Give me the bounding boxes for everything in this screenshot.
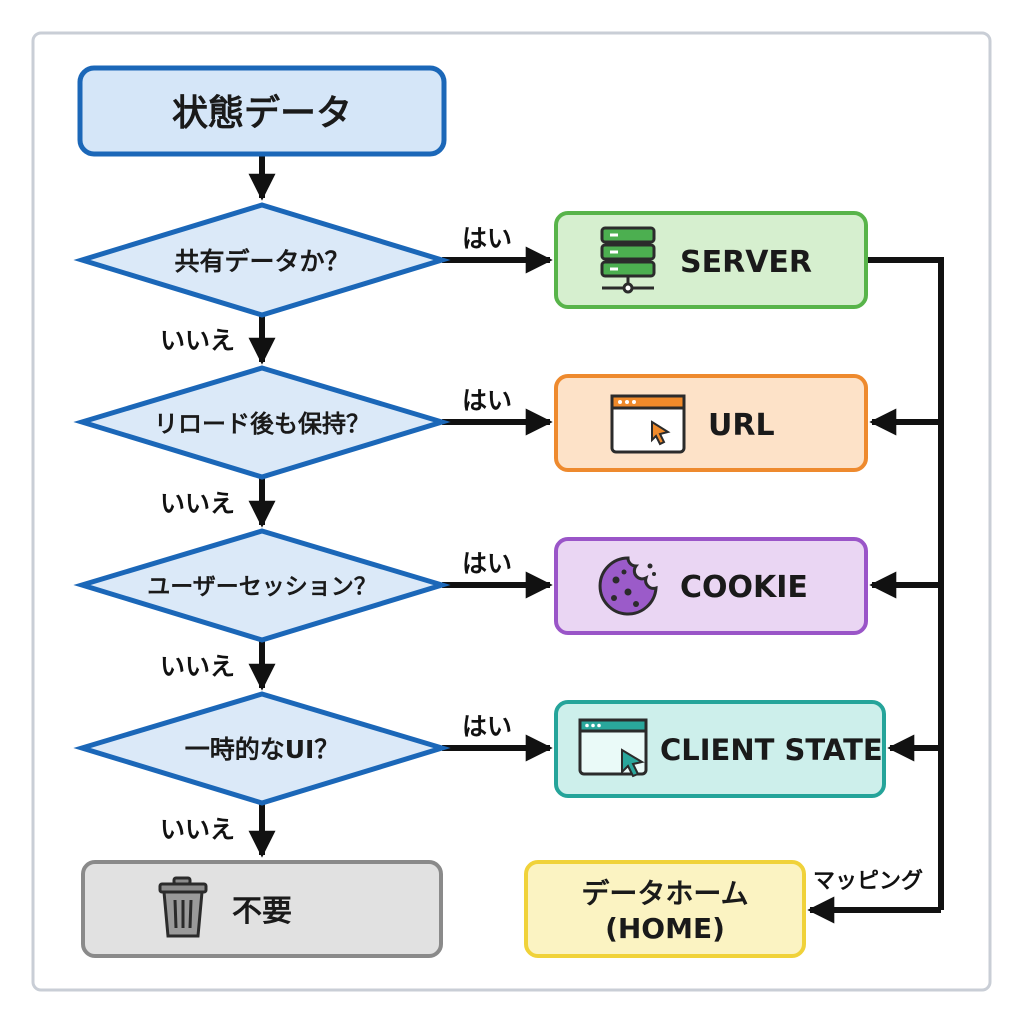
edge-label-mapping: マッピング	[813, 868, 923, 894]
decision-label: 共有データか？	[174, 247, 349, 276]
unneeded-label: 不要	[232, 894, 292, 929]
decision-label: ユーザーセッション？	[147, 574, 377, 600]
outcome-label: URL	[708, 408, 775, 443]
unneeded-node: 不要	[81, 860, 443, 958]
edge-labels: はい はい はい はい いいえ いいえ いいえ いいえ マッピング	[160, 224, 923, 894]
edge-label-yes-2: はい	[462, 386, 512, 415]
start-label: 状態データ	[172, 92, 352, 134]
decision-node: 共有データか？	[73, 202, 451, 318]
decision-label: リロード後も保持？	[154, 410, 370, 438]
data-home-label-line2: (HOME)	[605, 912, 725, 945]
decision-label: 一時的なUI？	[185, 735, 340, 764]
cookie-icon	[598, 556, 658, 616]
edges	[248, 155, 944, 924]
data-home-label-line1: データホーム	[581, 877, 748, 910]
edge-label-yes-3: はい	[462, 549, 512, 578]
outcome-client-state: CLIENT STATE	[554, 700, 886, 798]
outcome-server: SERVER	[554, 211, 868, 309]
outcome-cookie: COOKIE	[554, 537, 868, 635]
outcome-label: SERVER	[680, 245, 812, 280]
outcome-label: CLIENT STATE	[660, 733, 883, 767]
edge-label-yes-4: はい	[462, 712, 512, 741]
decision-node: 一時的なUI？	[73, 691, 451, 806]
edge-label-yes-1: はい	[462, 224, 512, 253]
trash-icon	[158, 876, 208, 938]
data-home-node: データホーム (HOME)	[524, 860, 806, 958]
decision-node: リロード後も保持？	[73, 365, 451, 480]
decision-node: ユーザーセッション？	[73, 528, 451, 643]
edge-label-no-1: いいえ	[160, 326, 235, 355]
edge-label-no-4: いいえ	[160, 815, 235, 844]
start-node: 状態データ	[77, 65, 447, 157]
server-icon	[600, 226, 656, 294]
app-window-cursor-icon	[578, 718, 648, 778]
edge-label-no-2: いいえ	[160, 489, 235, 518]
edge-bus-from-server	[866, 257, 944, 910]
edge-label-no-3: いいえ	[160, 652, 235, 681]
outcome-label: COOKIE	[680, 570, 808, 605]
browser-window-icon	[610, 394, 686, 454]
outcome-url: URL	[554, 374, 868, 472]
